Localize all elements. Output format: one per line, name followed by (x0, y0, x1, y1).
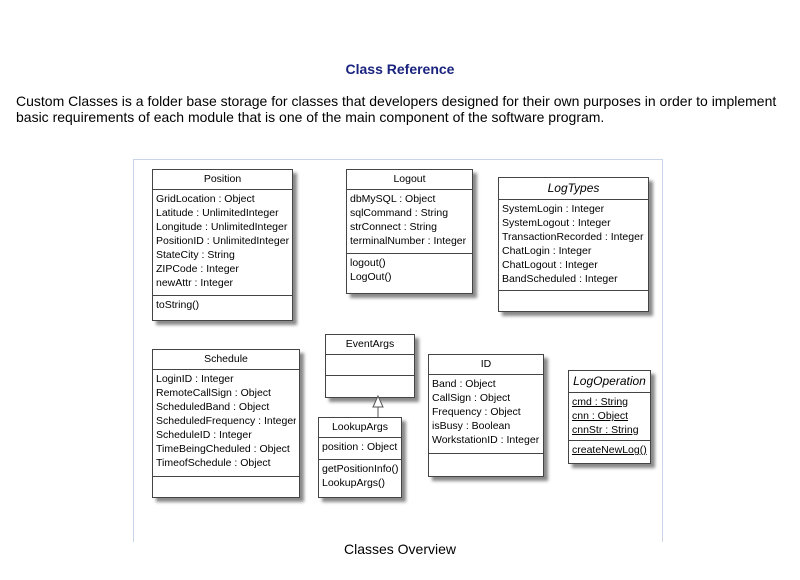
class-eventargs: EventArgs (325, 334, 415, 398)
attribute: terminalNumber : Integer (350, 235, 467, 247)
attribute: isBusy : Boolean (432, 420, 511, 432)
class-name: LogTypes (499, 178, 648, 200)
operations-section: createNewLog() (569, 441, 650, 463)
attribute: cnn : Object (572, 410, 629, 422)
attribute: Longitude : UnlimitedInteger (156, 221, 288, 233)
description-paragraph: Custom Classes is a folder base storage … (16, 93, 777, 125)
class-logout: Logout dbMySQL : Object sqlCommand : Str… (346, 169, 473, 294)
attribute: ChatLogout : Integer (502, 259, 598, 271)
attribute: cnnStr : String (572, 424, 639, 436)
class-position: Position GridLocation : Object Latitude … (152, 169, 293, 321)
operations-section: toString() (153, 296, 292, 320)
class-name: Position (153, 170, 292, 190)
attribute: CallSign : Object (432, 392, 511, 404)
attribute: strConnect : String (350, 221, 437, 233)
class-name: ID (429, 355, 543, 375)
attribute: StateCity : String (156, 249, 235, 261)
attribute: Frequency : Object (432, 406, 521, 418)
attributes-section: cmd : String cnn : Object cnnStr : Strin… (569, 393, 650, 441)
diagram-caption: Classes Overview (343, 541, 457, 557)
attribute: ZIPCode : Integer (156, 263, 239, 275)
class-name: LookupArgs (319, 418, 401, 438)
operation: logout() (350, 257, 386, 269)
class-name: LogOperation (569, 371, 650, 393)
class-logtypes: LogTypes SystemLogin : Integer SystemLog… (498, 177, 649, 312)
attribute: RemoteCallSign : Object (156, 387, 271, 399)
attribute: GridLocation : Object (156, 193, 255, 205)
operation: getPositionInfo() (322, 463, 398, 475)
generalization-arrow (372, 394, 384, 417)
attribute: position : Object (322, 441, 398, 453)
attribute: BandScheduled : Integer (502, 273, 618, 285)
attribute: SystemLogout : Integer (502, 217, 611, 229)
attribute: PositionID : UnlimitedInteger (156, 235, 289, 247)
attribute: ScheduleID : Integer (156, 429, 252, 441)
operation: createNewLog() (572, 444, 647, 456)
attributes-section (326, 355, 414, 376)
operation: LogOut() (350, 271, 392, 283)
attribute: SystemLogin : Integer (502, 203, 605, 215)
operation: LookupArgs() (322, 477, 386, 489)
generalization-arrowhead-icon (372, 394, 384, 408)
attributes-section: GridLocation : Object Latitude : Unlimit… (153, 190, 292, 296)
operation: toString() (156, 299, 200, 311)
class-logoperation: LogOperation cmd : String cnn : Object c… (568, 370, 651, 464)
attribute: Band : Object (432, 378, 496, 390)
attribute: cmd : String (572, 396, 629, 408)
attribute: sqlCommand : String (350, 207, 449, 219)
attributes-section: dbMySQL : Object sqlCommand : String str… (347, 190, 472, 254)
attributes-section: LoginID : Integer RemoteCallSign : Objec… (153, 370, 299, 477)
class-id: ID Band : Object CallSign : Object Frequ… (428, 354, 544, 477)
attribute: newAttr : Integer (156, 277, 234, 289)
attribute: TimeBeingCheduled : Object (156, 443, 290, 455)
attributes-section: position : Object (319, 438, 401, 460)
attributes-section: Band : Object CallSign : Object Frequenc… (429, 375, 543, 454)
attributes-section: SystemLogin : Integer SystemLogout : Int… (499, 200, 648, 291)
page-title: Class Reference (345, 61, 455, 77)
attribute: TimeofSchedule : Object (156, 457, 271, 469)
attribute: TransactionRecorded : Integer (502, 231, 644, 243)
attribute: dbMySQL : Object (350, 193, 436, 205)
operations-section: getPositionInfo() LookupArgs() (319, 460, 401, 497)
attribute: ScheduledFrequency : Integer (156, 415, 296, 427)
operations-section: logout() LogOut() (347, 254, 472, 293)
attribute: Latitude : UnlimitedInteger (156, 207, 279, 219)
class-diagram: Position GridLocation : Object Latitude … (133, 159, 663, 542)
attribute: ScheduledBand : Object (156, 401, 270, 413)
class-schedule: Schedule LoginID : Integer RemoteCallSig… (152, 349, 300, 498)
attribute: WorkstationID : Integer (432, 434, 540, 446)
class-name: Schedule (153, 350, 299, 370)
class-name: Logout (347, 170, 472, 190)
attribute: ChatLogin : Integer (502, 245, 592, 257)
class-lookupargs: LookupArgs position : Object getPosition… (318, 417, 402, 498)
class-name: EventArgs (326, 335, 414, 355)
attribute: LoginID : Integer (156, 373, 234, 385)
